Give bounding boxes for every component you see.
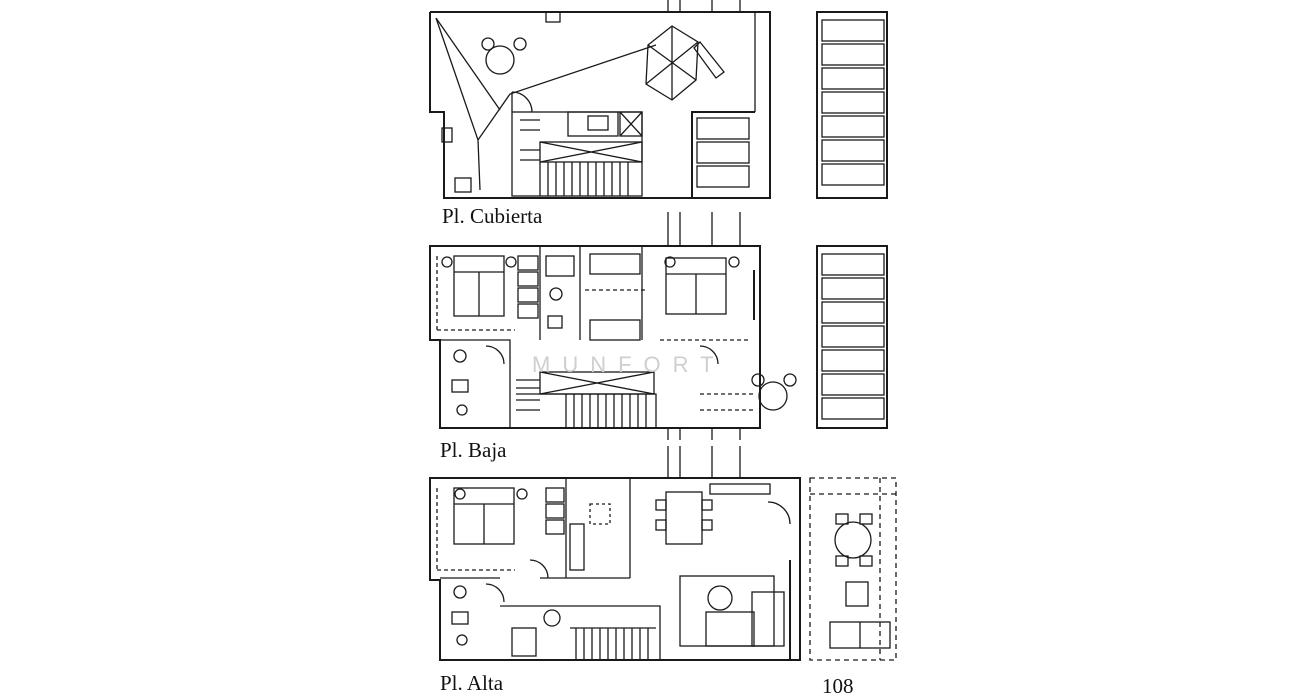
label-pl-alta: Pl. Alta: [440, 671, 504, 695]
label-pl-baja: Pl. Baja: [440, 438, 507, 462]
watermark-logo: MUNFORT: [532, 352, 726, 377]
plan-baja: [429, 212, 888, 440]
plan-alta: [429, 446, 897, 661]
label-pl-cubierta: Pl. Cubierta: [442, 204, 543, 228]
label-number: 108: [822, 674, 854, 698]
plan-cubierta: [429, 0, 888, 199]
